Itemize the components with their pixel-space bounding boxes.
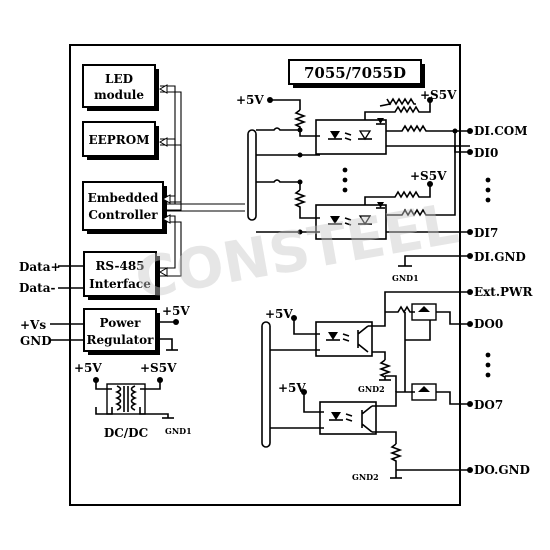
dcdc-in-5v-label: +5V [74, 361, 102, 375]
rs485-label-2: Interface [89, 277, 151, 291]
do-5v-label-bottom: +5V [278, 381, 306, 395]
pin-do7: DO7 [474, 398, 503, 412]
power-regulator-label-1: Power [100, 316, 142, 330]
pin-di-gnd: DI.GND [474, 250, 526, 264]
dcdc-converter: +5V +S5V DC/DC GND1 [74, 361, 192, 440]
do-isolation-bar [261, 321, 271, 448]
do-gnd2-label-1: GND2 [358, 384, 385, 394]
do-5v-label-top: +5V [265, 307, 293, 321]
eeprom-label: EEPROM [88, 133, 149, 147]
model-title-box [288, 59, 422, 85]
pin-di-com: DI.COM [474, 124, 527, 138]
led-module-label-2: module [94, 88, 144, 102]
internal-bus [158, 84, 245, 277]
led-module-block [82, 64, 156, 108]
controller-label-1: Embedded [88, 191, 159, 205]
do-channel-7: +5V GND2 [270, 345, 473, 482]
pin-ext-pwr: Ext.PWR [474, 285, 534, 299]
pin-data-plus: Data+ [19, 260, 61, 274]
dcdc-out-s5v-label: +S5V [140, 361, 177, 375]
rs485-label-1: RS-485 [95, 259, 144, 273]
led-module-label-1: LED [105, 72, 133, 86]
power-regulator-label-2: Regulator [87, 333, 155, 347]
power-regulator-block [83, 308, 157, 352]
di-5v-label: +5V [236, 93, 264, 107]
pin-vs: +Vs [20, 318, 46, 332]
regulator-5v-label: +5V [162, 304, 190, 318]
module-outline [69, 44, 461, 506]
pin-di7: DI7 [474, 226, 498, 240]
do-channel-0: +5V GND2 [265, 289, 473, 394]
pin-do0: DO0 [474, 317, 503, 331]
rs485-interface-block [83, 251, 157, 297]
di-s5v-label-top: +S5V [420, 88, 457, 102]
pin-gnd: GND [20, 334, 52, 348]
embedded-controller-block [82, 181, 164, 231]
pin-di0: DI0 [474, 146, 498, 160]
dcdc-gnd1-label: GND1 [165, 426, 192, 436]
pin-data-minus: Data- [19, 281, 56, 295]
di-s5v-label-bottom: +S5V [410, 169, 447, 183]
di-isolation-bar [247, 129, 257, 221]
pin-do-gnd: DO.GND [474, 463, 530, 477]
di-gnd1-label: GND1 [392, 273, 419, 283]
di-channel-0: +5V +S5V [236, 88, 473, 158]
dcdc-label: DC/DC [104, 426, 148, 440]
do-gnd2-label-2: GND2 [352, 472, 379, 482]
eeprom-block [82, 121, 156, 157]
di-channel-7: +S5V [256, 128, 473, 240]
model-title: 7055/7055D [304, 64, 406, 82]
controller-label-2: Controller [88, 208, 158, 222]
